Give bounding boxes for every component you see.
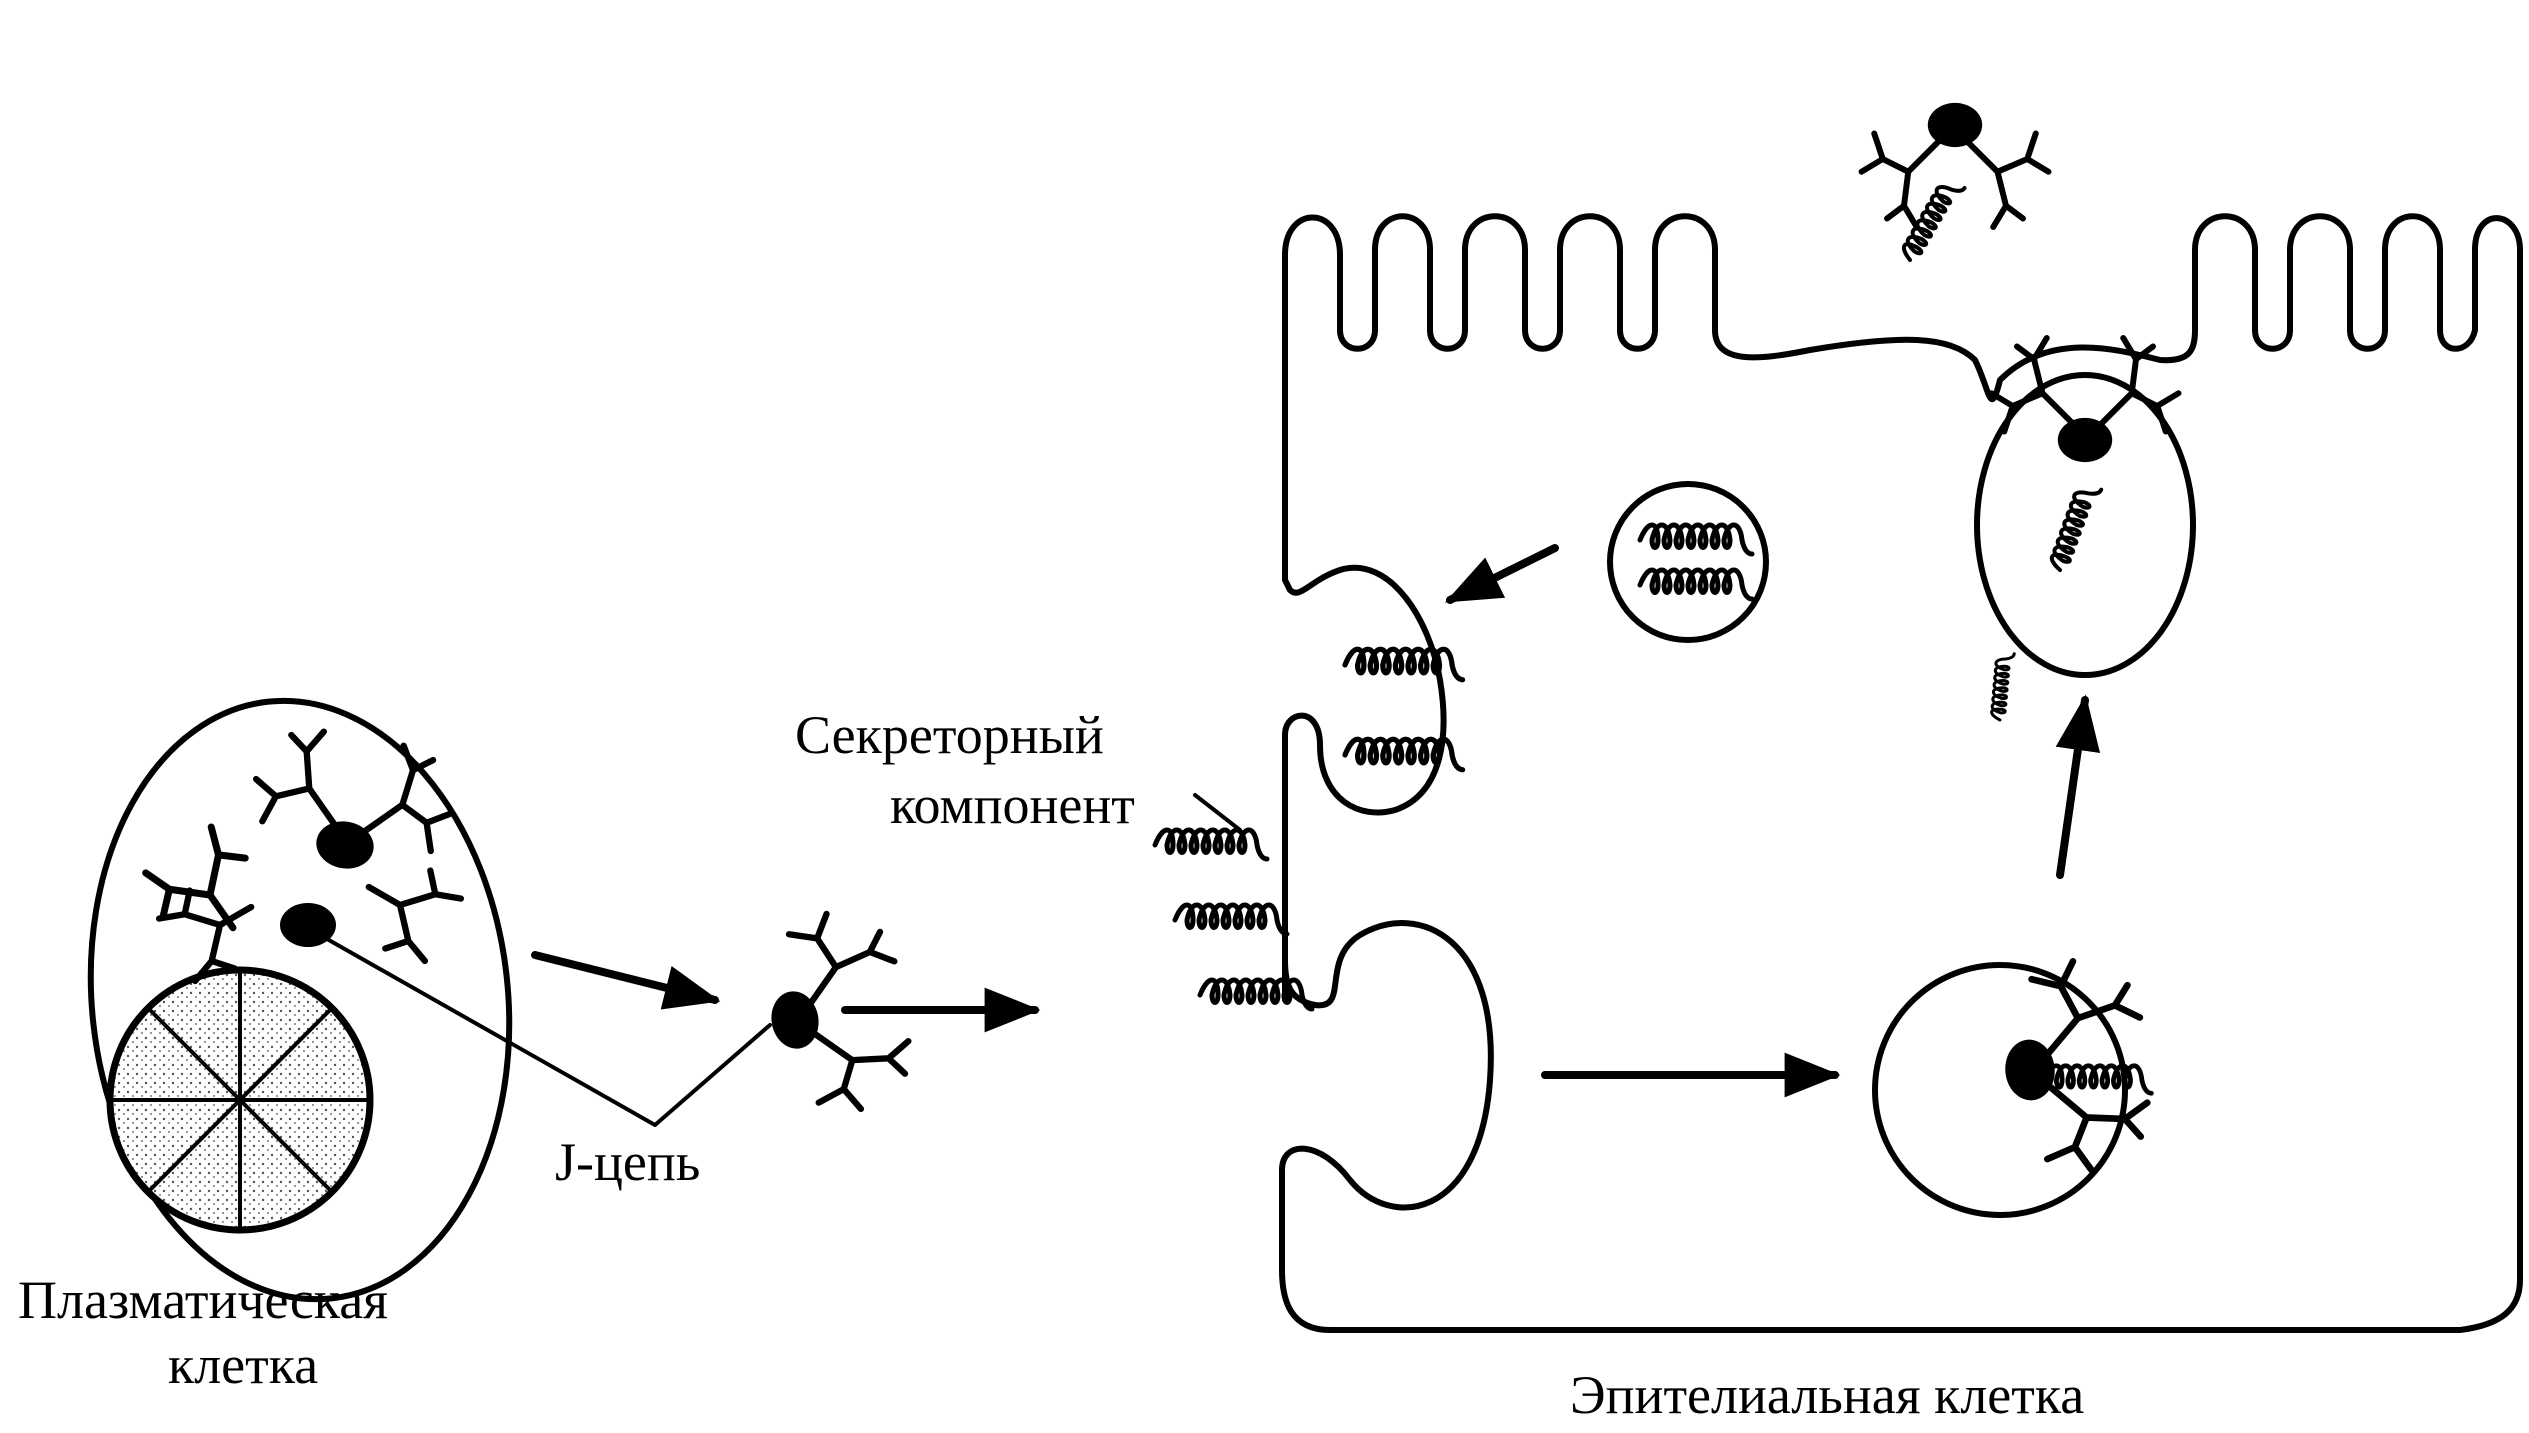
arrow-receptor-to-membrane: [1444, 544, 1559, 604]
secretory-component-label-line2: компонент: [890, 775, 1135, 835]
arrow-secretion: [531, 951, 721, 1010]
antibody-monomer: [346, 848, 465, 969]
j-chain-label: J-цепь: [555, 1132, 701, 1192]
transcytotic-vesicle: [1872, 962, 2128, 1218]
epithelial-cell-membrane: [1279, 213, 2523, 1333]
epithelial-cell: [1155, 103, 2523, 1333]
secretory-component-label-line1: Секреторный: [795, 705, 1104, 765]
j-chain-pointer: [318, 933, 772, 1127]
epithelial-cell-label: Эпителиальная клетка: [1570, 1365, 2085, 1425]
secretory-component-pointer: [1193, 793, 1242, 832]
plasma-cell-label-line2: клетка: [168, 1335, 319, 1395]
iga-dimer-forming: [243, 721, 461, 885]
plasma-cell-nucleus: [106, 966, 374, 1234]
arrow-transcytosis: [2055, 694, 2101, 879]
apical-vesicle: [1974, 372, 2196, 678]
plasma-cell-membrane: [87, 697, 513, 1303]
plasma-cell-label-line1: Плазматическая: [18, 1270, 389, 1330]
plasma-cell: [87, 697, 513, 1303]
vesicle-free-secretory-component: [1607, 481, 1769, 643]
released-secretory-iga: [1862, 103, 2049, 227]
